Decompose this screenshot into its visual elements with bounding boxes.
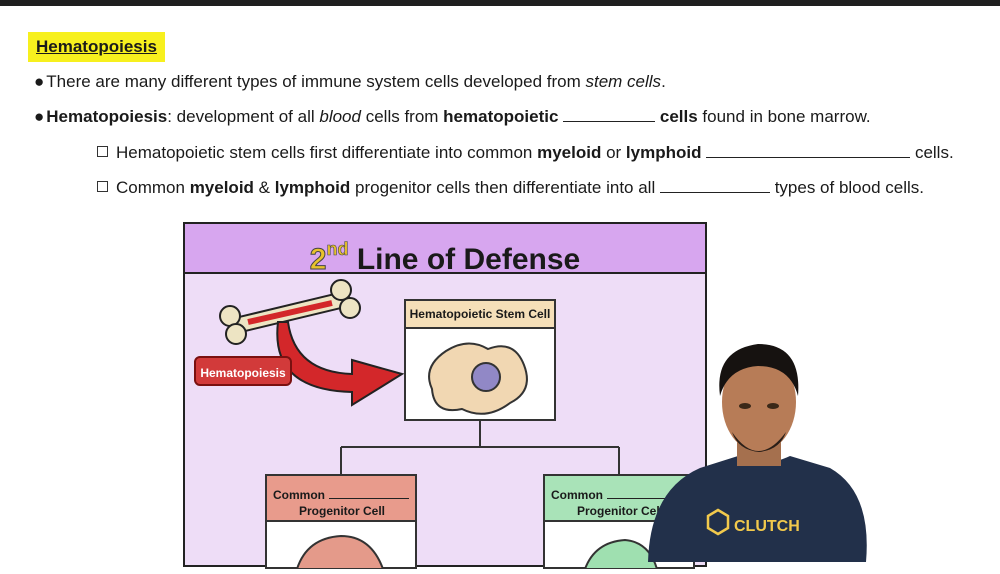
checkbox-icon bbox=[97, 181, 108, 192]
curved-arrow-icon bbox=[276, 321, 405, 407]
fill-in-blank bbox=[659, 178, 770, 193]
myeloid-progenitor-box: Common Progenitor Cell bbox=[265, 474, 417, 570]
fill-in-blank bbox=[563, 107, 656, 122]
stem-cell-box: Hematopoietic Stem Cell bbox=[404, 299, 556, 421]
top-bar bbox=[0, 0, 1000, 6]
diagram-graphics bbox=[219, 279, 620, 474]
presenter-video: CLUTCH bbox=[648, 344, 867, 562]
checkbox-icon bbox=[97, 146, 108, 157]
connector-lines bbox=[340, 421, 620, 474]
bone-icon bbox=[219, 279, 361, 345]
bullet-hematopoiesis-definition: ●Hematopoiesis: development of all blood… bbox=[34, 107, 871, 126]
stem-cell-title: Hematopoietic Stem Cell bbox=[406, 301, 554, 329]
progenitor-cell-icon bbox=[295, 534, 385, 570]
progenitor-common-label: Common bbox=[273, 488, 325, 502]
presenter bbox=[648, 344, 867, 562]
page-title: Hematopoiesis bbox=[28, 32, 165, 62]
fill-in-blank bbox=[329, 498, 409, 499]
sub-bullet-progenitor: Common myeloid & lymphoid progenitor cel… bbox=[97, 178, 924, 198]
diagram-title: 2nd Line of Defense bbox=[185, 224, 705, 277]
hematopoiesis-label: Hematopoiesis bbox=[194, 356, 292, 386]
progenitor-cell-label: Progenitor Cell bbox=[299, 504, 386, 518]
fill-in-blank bbox=[607, 498, 687, 499]
shirt-logo: CLUTCH bbox=[734, 518, 800, 535]
progenitor-common-label: Common bbox=[551, 488, 603, 502]
fill-in-blank bbox=[706, 143, 911, 158]
bullet-stem-cells: ●There are many different types of immun… bbox=[34, 72, 666, 91]
progenitor-cell-label: Progenitor Cell bbox=[577, 504, 664, 518]
stem-cell-icon bbox=[428, 342, 528, 415]
sub-bullet-differentiate: Hematopoietic stem cells first different… bbox=[97, 143, 954, 163]
